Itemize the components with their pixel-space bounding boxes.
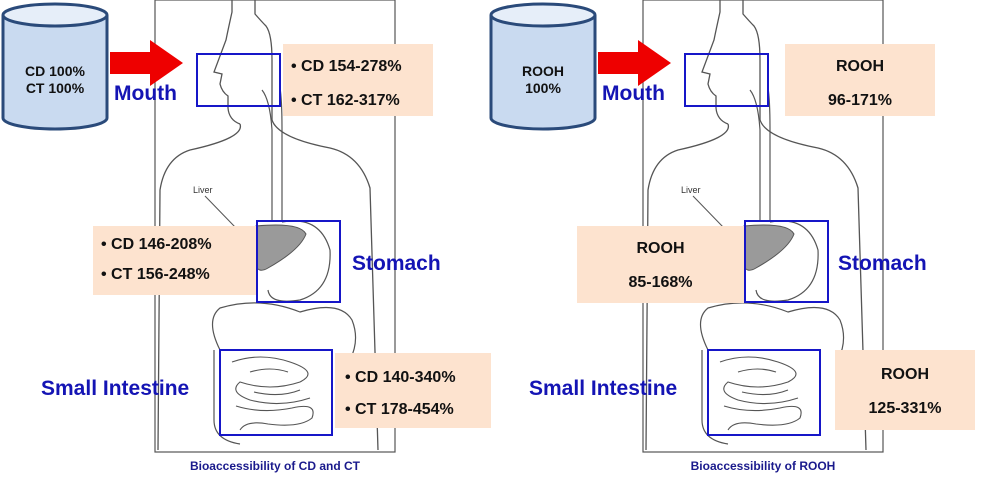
beaker-line-2: CT 100% xyxy=(25,80,85,96)
stomach-value-1: • CD 146-208% xyxy=(101,236,212,253)
arrow-icon xyxy=(110,40,183,86)
caption: Bioaccessibility of ROOH xyxy=(690,459,836,473)
arrow-icon xyxy=(598,40,671,86)
mouth-values-box: • CD 154-278% • CT 162-317% xyxy=(283,44,433,116)
stomach-highlight xyxy=(744,220,829,303)
intestine-highlight xyxy=(707,349,821,436)
panel-rooh: ROOH 100% Mouth ROOH 96-171% Liver ROOH … xyxy=(488,0,981,481)
mouth-values-box: ROOH 96-171% xyxy=(785,44,935,116)
mouth-highlight xyxy=(684,53,769,107)
torso-outline-right xyxy=(759,119,867,451)
stomach-organ xyxy=(267,220,331,302)
intestine-highlight xyxy=(219,349,333,436)
liver-label: Liver xyxy=(193,185,213,195)
mouth-value-2: • CT 162-317% xyxy=(291,92,400,109)
small-intestine-loops xyxy=(231,356,314,431)
stomach-label: Stomach xyxy=(352,252,441,275)
intestine-label: Small Intestine xyxy=(41,377,190,400)
beaker-line-1: CD 100% xyxy=(25,63,85,79)
liver-icon xyxy=(254,224,307,271)
beaker-line-1: ROOH xyxy=(522,63,564,79)
intestine-value-1: • CD 140-340% xyxy=(345,369,456,386)
intestine-label: Small Intestine xyxy=(529,377,678,400)
beaker-line-2: 100% xyxy=(525,80,561,96)
stomach-value-1: ROOH xyxy=(636,240,685,257)
liver-icon xyxy=(742,224,795,271)
digestive-diagram xyxy=(1,0,396,453)
mouth-label: Mouth xyxy=(602,82,665,105)
beaker-label: CD 100% CT 100% xyxy=(10,63,100,97)
mouth-value-1: ROOH xyxy=(836,58,884,75)
intestine-value-2: • CT 178-454% xyxy=(345,401,454,418)
intestine-value-1: ROOH xyxy=(881,366,929,383)
torso-outline-right xyxy=(271,119,379,451)
stomach-value-2: 85-168% xyxy=(628,274,693,291)
caption: Bioaccessibility of CD and CT xyxy=(189,459,361,473)
torso-outline-left xyxy=(645,123,730,451)
face-outline xyxy=(213,0,241,125)
intestine-values-box: ROOH 125-331% xyxy=(835,350,975,430)
stomach-values-box: • CD 146-208% • CT 156-248% xyxy=(93,226,256,295)
torso-outline-left xyxy=(157,123,242,451)
esophagus xyxy=(749,89,761,220)
stomach-highlight xyxy=(256,220,341,303)
beaker-label: ROOH 100% xyxy=(498,63,588,97)
panel-cd-ct: CD 100% CT 100% Mouth • CD 154-278% • CT… xyxy=(0,0,493,481)
mouth-highlight xyxy=(196,53,281,107)
intestine-value-2: 125-331% xyxy=(868,400,942,417)
stomach-organ xyxy=(755,220,819,302)
large-intestine xyxy=(699,302,845,420)
mouth-label: Mouth xyxy=(114,82,177,105)
small-intestine-loops xyxy=(719,356,802,431)
liver-label: Liver xyxy=(681,185,701,195)
intestine-values-box: • CD 140-340% • CT 178-454% xyxy=(335,353,491,428)
beaker-icon xyxy=(1,2,109,131)
esophagus xyxy=(261,89,273,220)
mouth-value-1: • CD 154-278% xyxy=(291,58,402,75)
large-intestine xyxy=(211,302,357,420)
stomach-values-box: ROOH 85-168% xyxy=(577,226,744,303)
beaker-icon xyxy=(489,2,597,131)
stomach-value-2: • CT 156-248% xyxy=(101,266,210,283)
digestive-diagram xyxy=(489,0,884,453)
mouth-value-2: 96-171% xyxy=(827,92,893,109)
face-outline xyxy=(701,0,729,125)
stomach-label: Stomach xyxy=(838,252,927,275)
